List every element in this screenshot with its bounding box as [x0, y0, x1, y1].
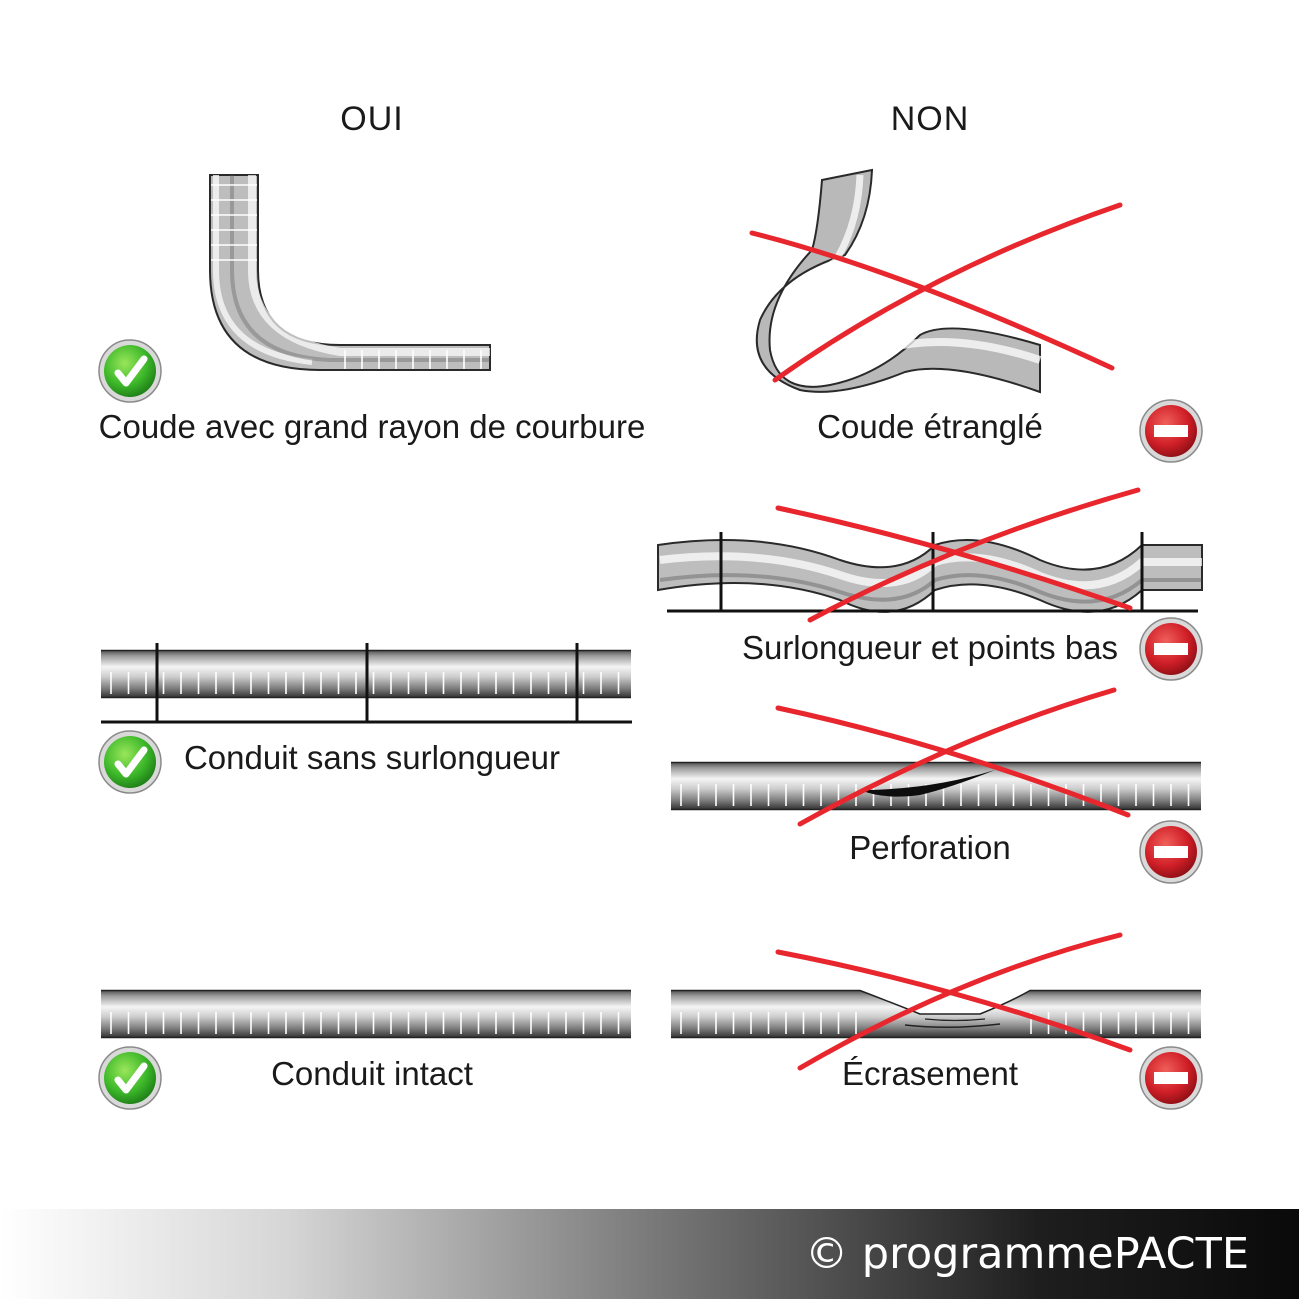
caption-excess-length: Surlongueur et points bas — [742, 629, 1118, 666]
caption-large-radius-bend: Coude avec grand rayon de courbure — [99, 408, 646, 445]
no-entry-icon — [1139, 617, 1203, 681]
caption-perforation: Perforation — [849, 829, 1010, 866]
footer-bar: © programmePACTE — [0, 1209, 1299, 1299]
check-icon — [99, 1047, 161, 1109]
caption-intact-pipe: Conduit intact — [271, 1055, 473, 1092]
caption-strangled-bend: Coude étranglé — [817, 408, 1043, 445]
no-entry-icon — [1139, 820, 1203, 884]
pipe-strangled-bend — [755, 168, 1042, 394]
check-icon — [99, 731, 161, 793]
check-icon — [99, 340, 161, 402]
copyright-text: © programmePACTE — [805, 1229, 1249, 1279]
pipe-perforated — [670, 761, 1202, 811]
header-non: NON — [891, 100, 970, 138]
pipe-no-excess-length — [100, 643, 632, 724]
red-cross — [775, 487, 1141, 623]
caption-crushing: Écrasement — [842, 1055, 1018, 1092]
pipe-intact — [100, 989, 632, 1039]
pipe-crushed — [671, 989, 1201, 1039]
no-entry-icon — [1139, 1046, 1203, 1110]
diagram-canvas: OUI NON Coude avec grand rayon de courbu… — [0, 100, 1203, 1209]
caption-no-excess-length: Conduit sans surlongueur — [184, 739, 560, 776]
no-entry-icon — [1139, 399, 1203, 463]
red-cross — [749, 202, 1123, 383]
header-oui: OUI — [340, 100, 403, 138]
pipe-large-radius-bend — [209, 174, 491, 371]
red-cross — [775, 932, 1133, 1071]
red-cross — [775, 687, 1131, 827]
